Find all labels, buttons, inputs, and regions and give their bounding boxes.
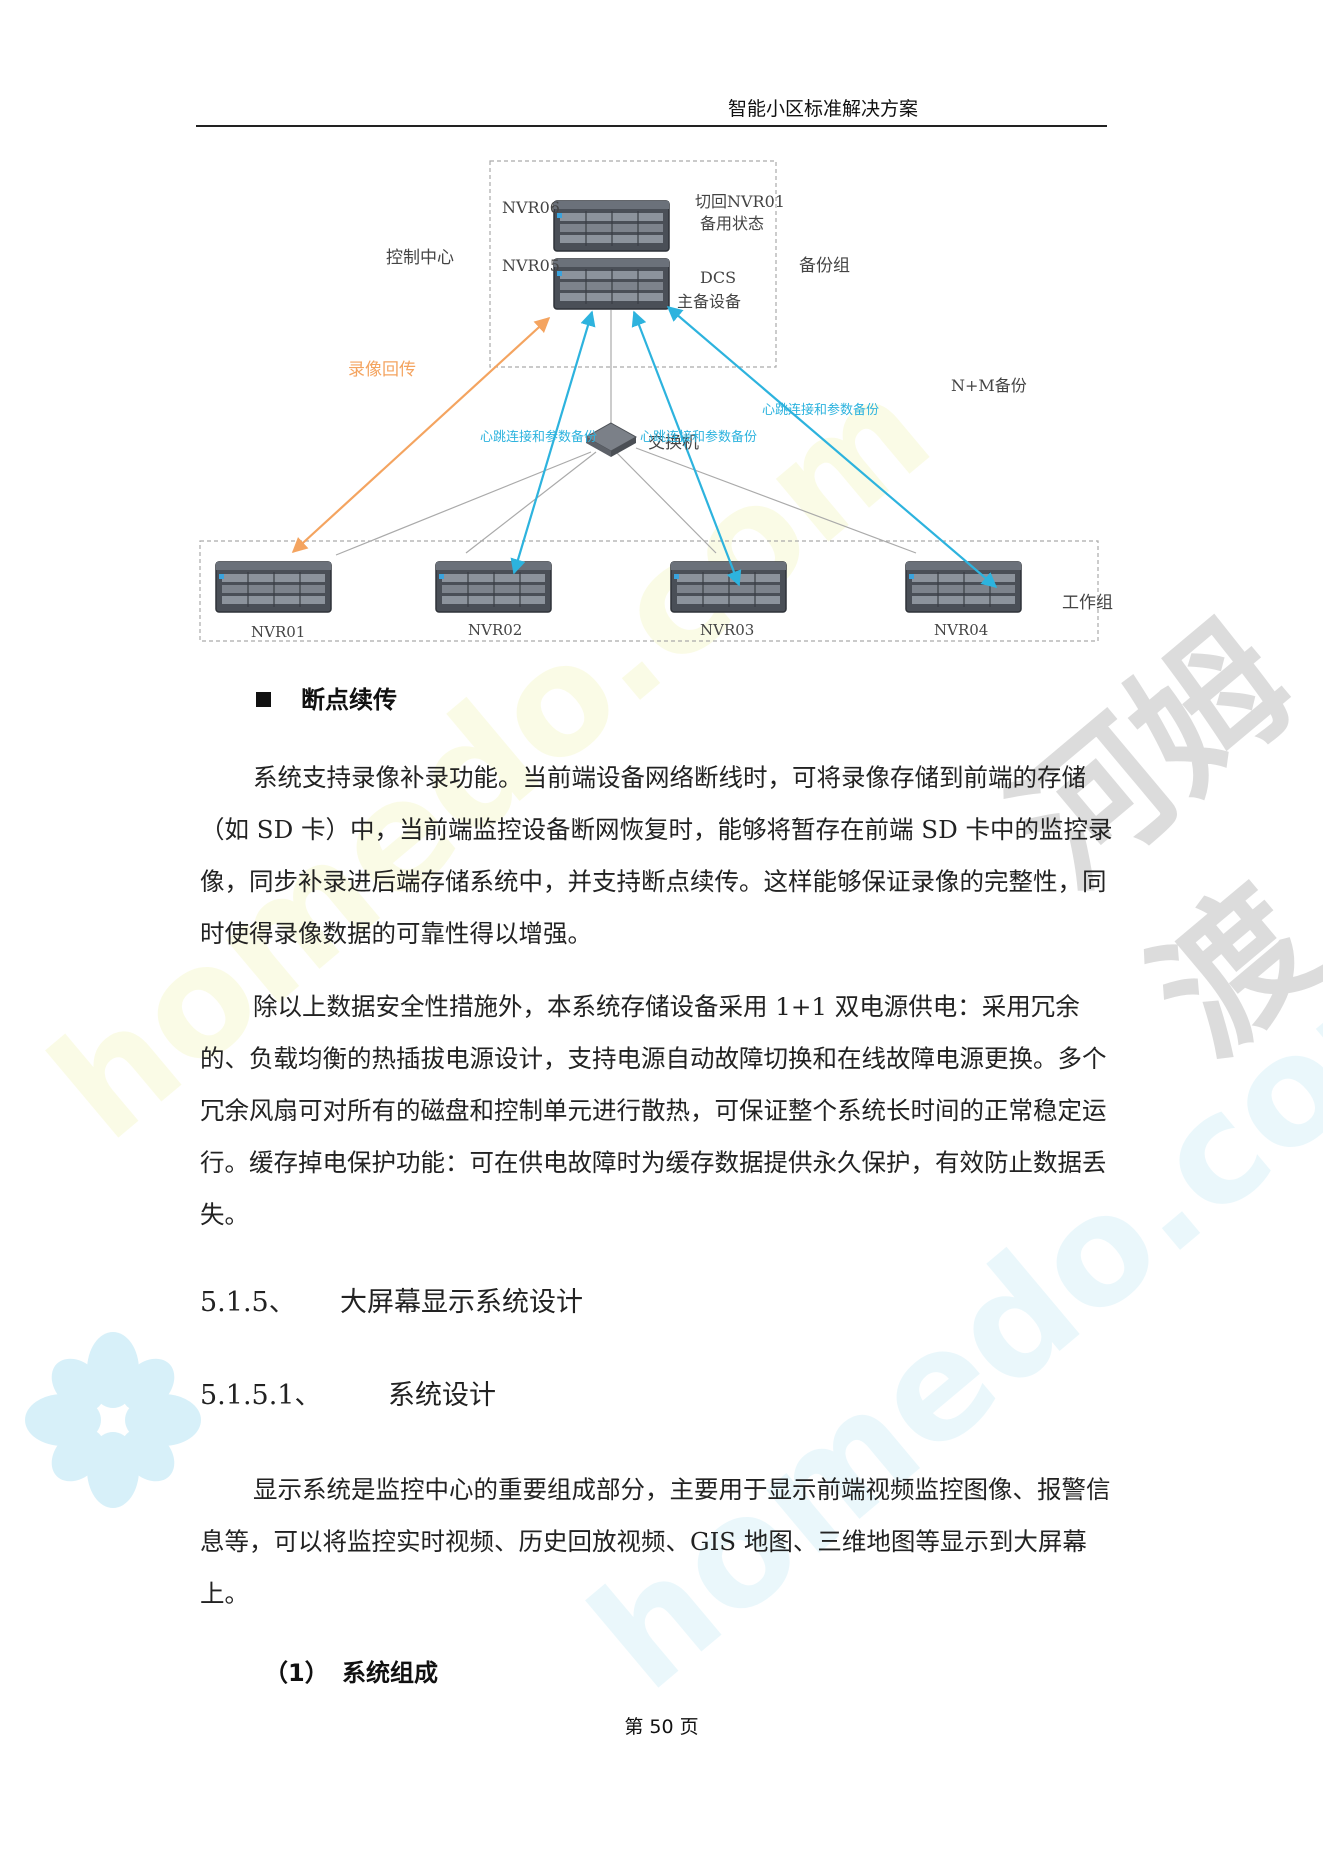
note-nvr05-line1: DCS [700,268,736,287]
section-number: 5.1.5、 [200,1287,296,1318]
subsection-heading: （1） 系统组成 [264,1653,438,1688]
label-nvr05: NVR05 [502,256,560,275]
subsection-title: 系统组成 [342,1659,438,1687]
note-nvr06-line2: 备用状态 [700,214,764,233]
nvr03-server-icon [670,561,787,613]
bullet-square-icon [256,692,271,707]
section-title: 大屏幕显示系统设计 [340,1287,583,1318]
section-heading-text: 断点续传 [301,686,397,714]
label-heartbeat-3: 心跳连接和参数备份 [762,402,879,418]
label-work-group: 工作组 [1062,593,1113,613]
nvr06-server-icon [553,200,670,252]
subsection-number: （1） [264,1659,329,1687]
label-n-m-backup: N+M备份 [951,376,1027,395]
record-return-arrow [291,316,551,554]
nvr02-server-icon [435,561,552,613]
label-nvr03: NVR03 [700,621,754,639]
section-number: 5.1.5.1、 [200,1380,322,1411]
heartbeat-arrow-nvr04 [666,306,998,588]
page-number: 第 50 页 [624,1716,699,1738]
label-backup-group: 备份组 [799,256,850,276]
label-nvr04: NVR04 [934,621,988,639]
nvr01-server-icon [215,561,332,613]
nvr04-server-icon [905,561,1022,613]
nvr05-server-icon [553,258,670,310]
backup-group-box [489,160,777,368]
label-nvr01: NVR01 [251,623,305,641]
label-control-center: 控制中心 [386,248,454,268]
watermark-flower-icon [25,1332,201,1508]
note-nvr06-line1: 切回NVR01 [695,192,785,211]
section-title: 系统设计 [388,1380,496,1411]
label-record-return: 录像回传 [348,360,416,380]
label-nvr02: NVR02 [468,621,522,639]
label-heartbeat-2: 心跳连接和参数备份 [640,429,757,445]
label-nvr06: NVR06 [502,198,560,217]
note-nvr05-line2: 主备设备 [677,292,741,311]
heartbeat-arrow-nvr02 [510,310,596,575]
nvr-backup-diagram: 控制中心 备份组 NVR06 NVR05 切回NVR01 备用状态 DCS 主备… [199,160,1113,642]
paragraph-breakpoint-resume: 系统支持录像补录功能。当前端设备网络断线时，可将录像存储到前端的存储（如 SD … [200,763,1113,948]
paragraph-power-redundancy: 除以上数据安全性措施外，本系统存储设备采用 1+1 双电源供电：采用冗余的、负载… [200,992,1107,1229]
section-heading-5-1-5: 5.1.5、 大屏幕显示系统设计 [200,1280,583,1319]
header-divider [196,125,1107,127]
section-heading-breakpoint: 断点续传 [256,680,397,715]
section-heading-5-1-5-1: 5.1.5.1、 系统设计 [200,1373,496,1412]
paragraph-display-system: 显示系统是监控中心的重要组成部分，主要用于显示前端视频监控图像、报警信息等，可以… [200,1475,1111,1608]
label-switch: 交换机 [648,433,699,453]
label-heartbeat-1: 心跳连接和参数备份 [480,429,597,445]
header-title: 智能小区标准解决方案 [728,98,919,120]
